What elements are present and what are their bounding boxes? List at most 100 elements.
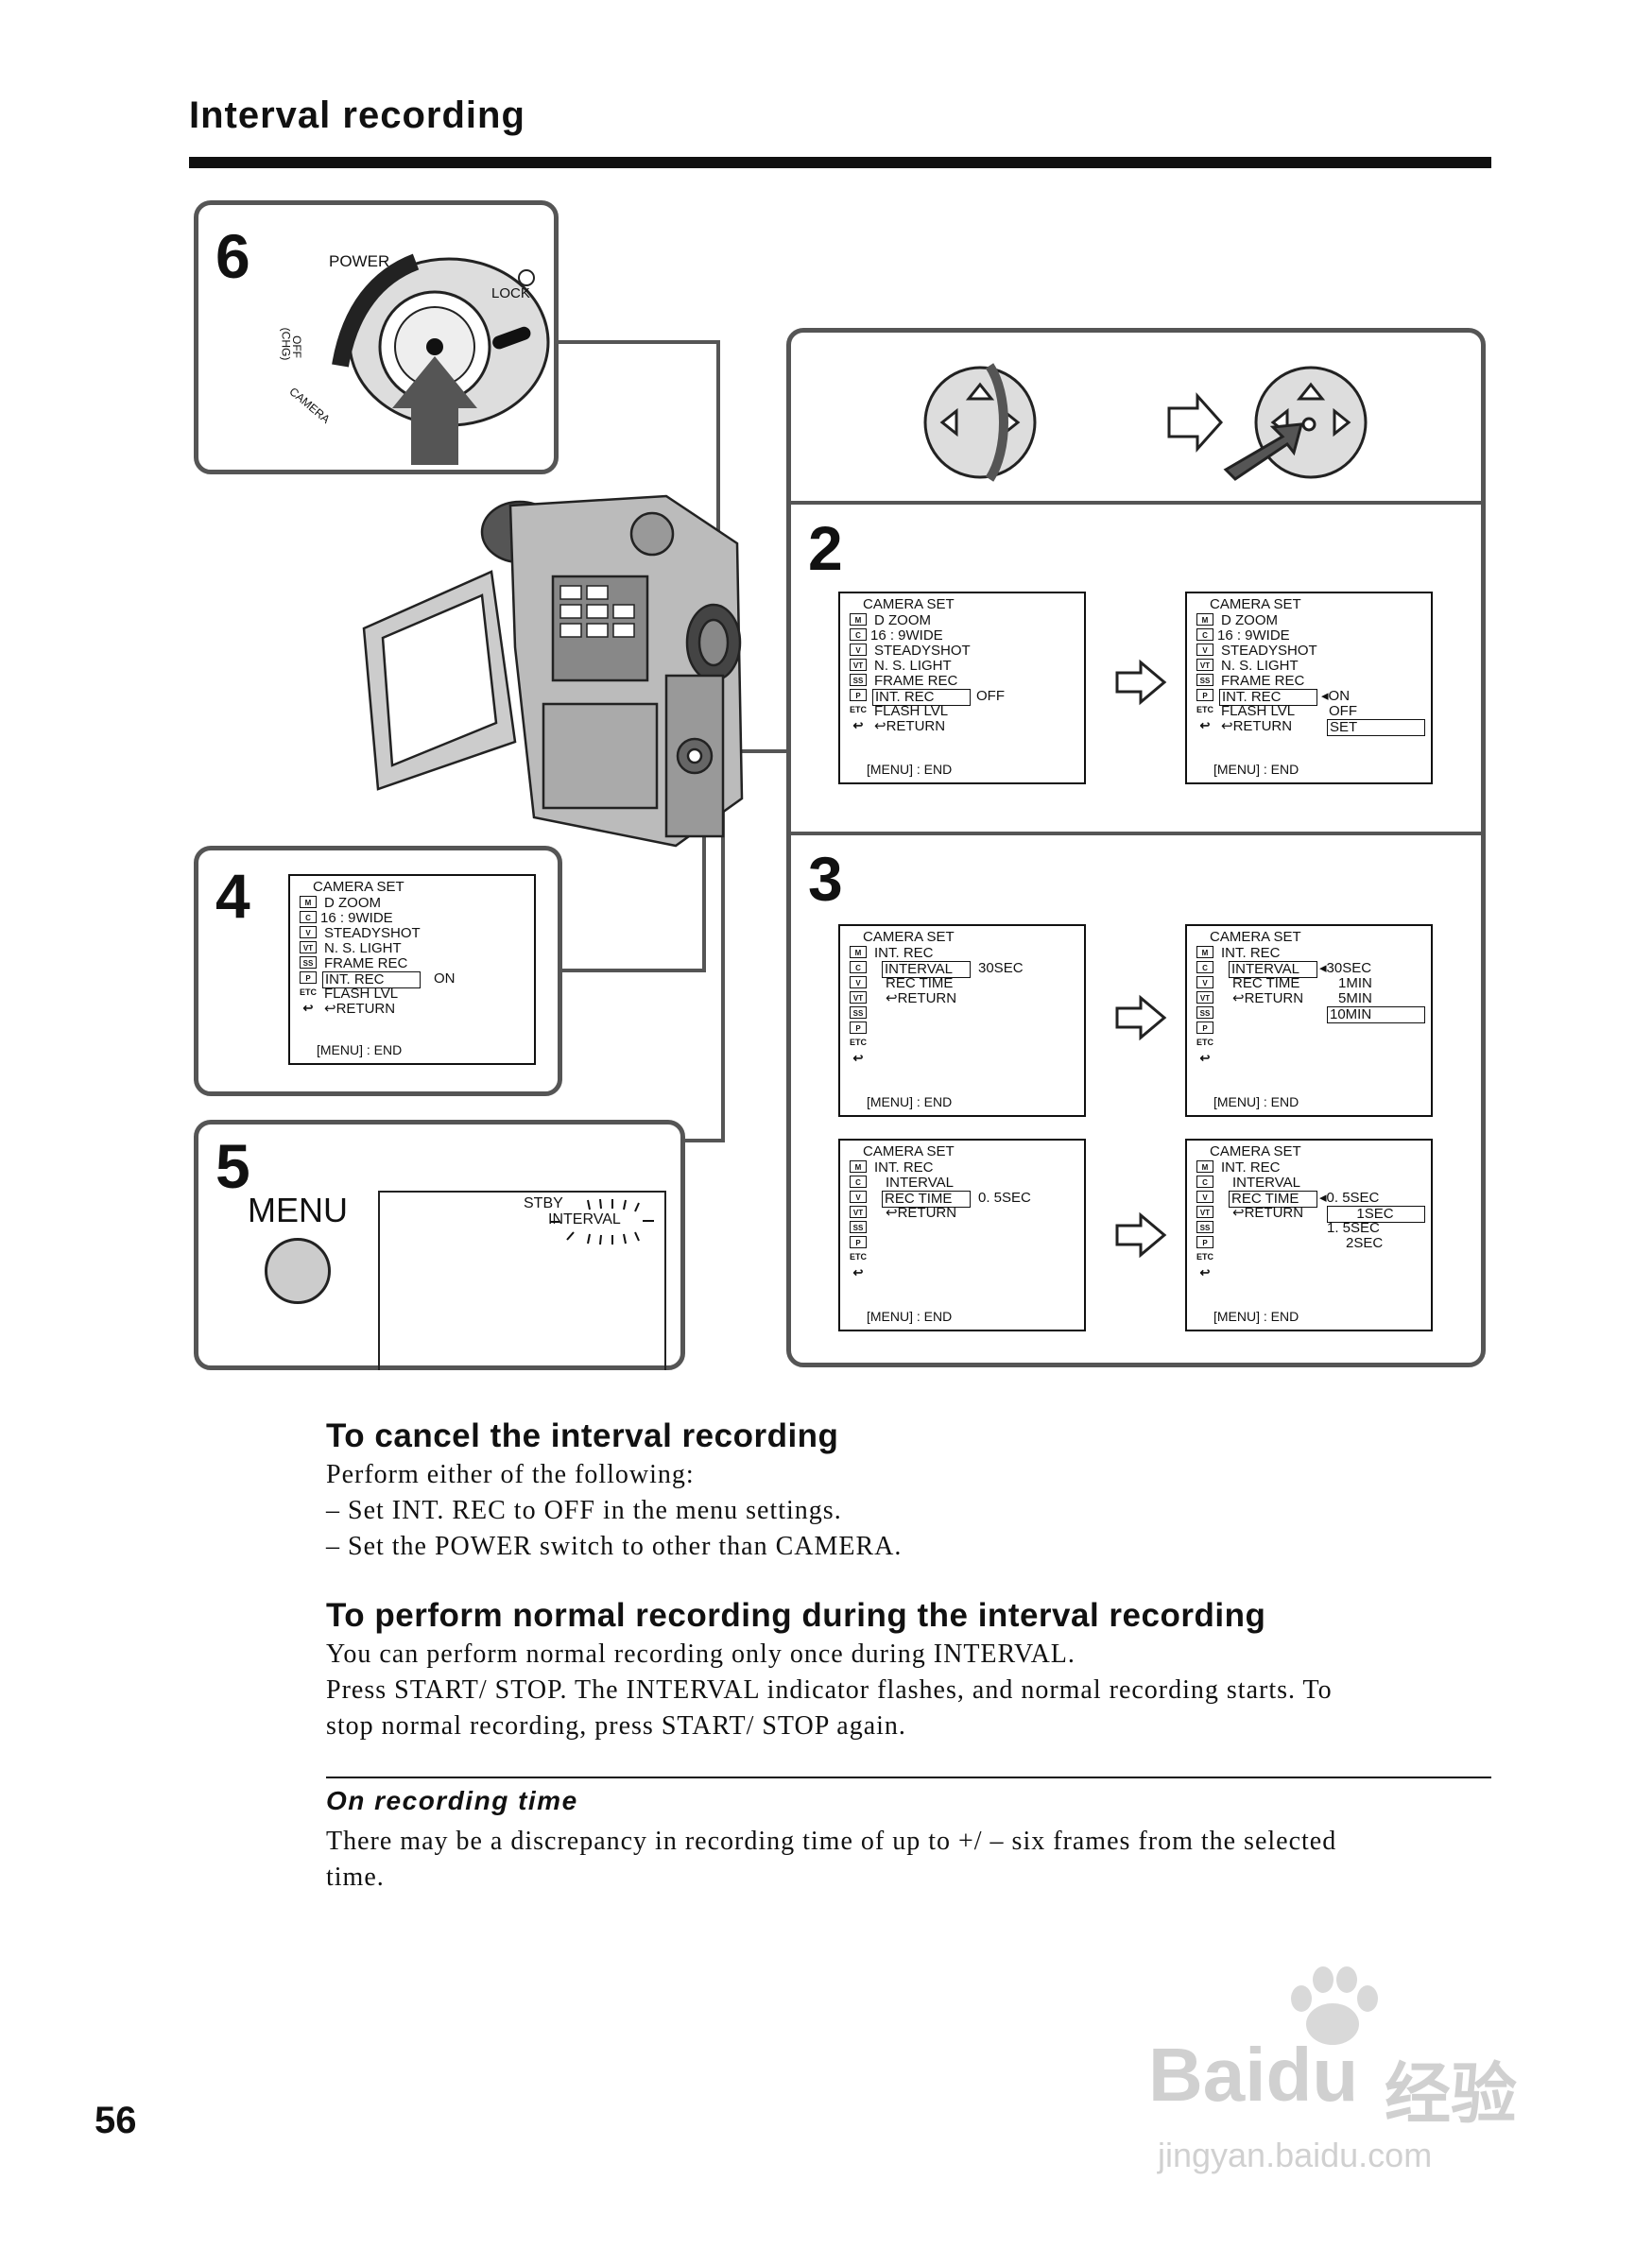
etc-icon: ETC — [1196, 1252, 1213, 1262]
etc-icon: ETC — [300, 987, 317, 997]
return-label: RETURN — [336, 1001, 396, 1017]
menu-option-selected: 10MIN — [1327, 1006, 1425, 1023]
lcd-set-icon: VT — [850, 1206, 867, 1218]
etc-icon: ETC — [850, 1252, 867, 1262]
step-6-panel: 6 POWER LOCK VCR OFF (CHG) MEMORY CAMERA — [194, 200, 559, 474]
tape-set-icon: P — [850, 1021, 867, 1034]
return-icon: ↩ — [852, 1051, 864, 1065]
menu-end-hint: [MENU] : END — [867, 762, 953, 777]
etc-icon: ETC — [850, 1038, 867, 1047]
menu-item: D ZOOM — [874, 612, 931, 628]
menu-button[interactable] — [265, 1238, 331, 1304]
watermark-cn: 经验 — [1385, 2057, 1517, 2131]
menu-option: 1MIN — [1338, 975, 1372, 991]
camera-set-icon: C — [850, 961, 867, 973]
submenu-title: INT. REC — [874, 1159, 934, 1176]
memory-set-icon: SS — [1196, 674, 1213, 686]
submenu-item: INTERVAL — [1232, 1175, 1300, 1191]
arrow-right-icon — [1115, 994, 1167, 1041]
camera-set-icon: C — [1196, 628, 1213, 641]
vcr-set-icon: V — [1196, 1191, 1213, 1203]
normal-heading: To perform normal recording during the i… — [326, 1597, 1266, 1634]
step-number: 5 — [215, 1131, 250, 1201]
menu-option: ◂ON — [1321, 688, 1351, 704]
vcr-set-icon: V — [1196, 644, 1213, 656]
watermark-brand: Baidu — [1148, 2032, 1358, 2119]
menu-option: 5MIN — [1338, 990, 1372, 1006]
menu-end-hint: [MENU] : END — [1213, 762, 1299, 777]
menu-end-hint: [MENU] : END — [317, 1042, 403, 1057]
camcorder-illustration — [362, 494, 744, 848]
submenu-item-selected: REC TIME — [1229, 1191, 1317, 1208]
option-0-5sec: 0. 5SEC — [1326, 1190, 1380, 1206]
control-dial-illustrations — [923, 363, 1368, 482]
camera-set-icon: C — [850, 628, 867, 641]
lcd-set-icon: VT — [850, 659, 867, 671]
menu-item-selected: INT. REC — [872, 689, 971, 706]
menu-item: N. S. LIGHT — [1221, 658, 1299, 674]
submenu-item-selected: INTERVAL — [1229, 961, 1317, 978]
camera-set-icon: C — [1196, 1176, 1213, 1188]
submenu-item: ↩RETURN — [886, 991, 956, 1006]
menu-value: 0. 5SEC — [978, 1190, 1031, 1206]
vcr-set-icon: V — [850, 976, 867, 988]
menu-item: 16 : 9WIDE — [1217, 627, 1290, 644]
menu-button-label: MENU — [248, 1191, 348, 1229]
menu-value: OFF — [976, 688, 1005, 704]
camera-set-icon: C — [300, 911, 317, 923]
note-line: There may be a discrepancy in recording … — [326, 1827, 1337, 1856]
cancel-line: Perform either of the following: — [326, 1460, 695, 1489]
page-title: Interval recording — [189, 94, 525, 136]
menu-header: CAMERA SET — [1210, 596, 1301, 612]
return-icon: ↩ — [1199, 1051, 1211, 1065]
menu-item-selected: INT. REC — [322, 971, 421, 988]
menu-option: ◂30SEC — [1319, 960, 1372, 976]
step-number: 2 — [808, 513, 843, 583]
arrow-right-icon — [1115, 659, 1167, 706]
menu-value: ON — [434, 970, 456, 987]
lcd-set-icon: VT — [300, 941, 317, 953]
submenu-item: INTERVAL — [886, 1175, 954, 1191]
menu-option-selected: 1SEC — [1327, 1206, 1425, 1223]
menu-item: N. S. LIGHT — [324, 940, 402, 956]
manual-icon: M — [1196, 613, 1213, 626]
option-on: ON — [1328, 688, 1351, 704]
vcr-set-icon: V — [1196, 976, 1213, 988]
lcd-set-icon: VT — [1196, 1206, 1213, 1218]
viewfinder-screen: STBY INTERVAL — [378, 1191, 666, 1370]
manual-icon: M — [850, 613, 867, 626]
interval-indicator: INTERVAL — [548, 1211, 621, 1228]
vcr-set-icon: V — [850, 1191, 867, 1203]
memory-set-icon: SS — [850, 1221, 867, 1233]
menu-item: STEADYSHOT — [874, 643, 971, 659]
vcr-set-icon: V — [850, 644, 867, 656]
option-30sec: 30SEC — [1326, 960, 1372, 976]
note-line: time. — [326, 1863, 385, 1892]
watermark-bai: Bai — [1148, 2033, 1266, 2117]
menu-option: 1. 5SEC — [1327, 1220, 1380, 1236]
return-arrow-icon: ↩ — [1221, 718, 1233, 734]
submenu-item-selected: REC TIME — [882, 1191, 971, 1208]
flashing-icon — [550, 1198, 654, 1245]
menu-item: FRAME REC — [324, 955, 408, 971]
submenu-item: ↩RETURN — [1232, 991, 1303, 1006]
menu-item: D ZOOM — [1221, 612, 1278, 628]
etc-icon: ETC — [1196, 1038, 1213, 1047]
paw-icon — [1291, 1966, 1378, 2045]
etc-icon: ETC — [1196, 705, 1213, 714]
manual-icon: M — [300, 896, 317, 908]
lcd-set-icon: VT — [850, 991, 867, 1004]
menu-item: STEADYSHOT — [324, 925, 421, 941]
tape-set-icon: P — [1196, 689, 1213, 701]
return-label: RETURN — [1232, 718, 1293, 734]
return-label: RETURN — [897, 1205, 957, 1221]
note-heading: On recording time — [326, 1786, 578, 1815]
memory-set-icon: SS — [1196, 1221, 1213, 1233]
menu-option: 2SEC — [1346, 1235, 1384, 1251]
menu-item: N. S. LIGHT — [874, 658, 952, 674]
return-arrow-icon: ↩ — [874, 718, 886, 734]
